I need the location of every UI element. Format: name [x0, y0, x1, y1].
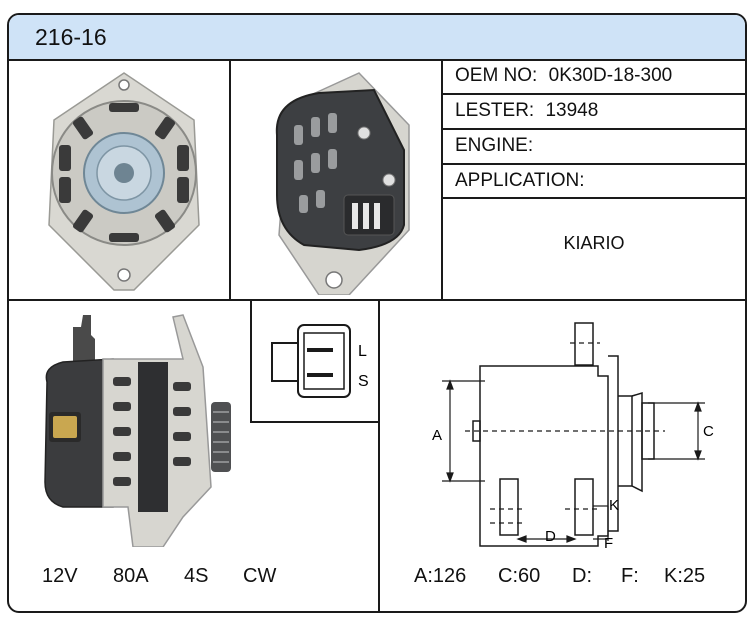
spec-row-line-3: [441, 163, 745, 165]
spec-row-line-2: [441, 128, 745, 130]
amperage: 80A: [113, 565, 149, 587]
alternator-side-image: [44, 314, 231, 547]
plug-diagram: L S: [271, 324, 369, 398]
divider-bottom-left-v: [378, 299, 380, 611]
dim-label-d: D: [545, 528, 556, 545]
dim-label-f: F: [604, 535, 613, 552]
dim-label-c: C: [703, 423, 714, 440]
divider-top-right-v: [441, 59, 443, 301]
alternator-front-image: [48, 72, 200, 291]
voltage: 12V: [42, 565, 78, 587]
dimension-drawing: A C D F K: [432, 322, 714, 552]
alternator-rear-image: [275, 72, 410, 295]
plug-pin-l: L: [358, 343, 367, 360]
spec-oem: OEM NO: 0K30D-18-300: [455, 65, 672, 87]
dim-label-a: A: [432, 427, 442, 444]
rotation: CW: [243, 565, 277, 587]
dim-a-value: A:126: [414, 565, 467, 587]
spec-lester-label: LESTER:: [455, 100, 535, 121]
spec-oem-value: 0K30D-18-300: [548, 65, 673, 86]
spec-lester: LESTER: 13948: [455, 100, 598, 122]
product-card: 216-16: [7, 13, 747, 613]
spec-row-line-4: [441, 197, 745, 199]
header-bar: 216-16: [9, 15, 745, 61]
spec-lester-value: 13948: [545, 100, 599, 121]
spec-oem-label: OEM NO:: [455, 65, 538, 86]
dim-k-value: K:25: [664, 565, 706, 587]
part-number: 216-16: [35, 24, 107, 50]
dim-d-value: D:: [572, 565, 592, 587]
spec-application: APPLICATION:: [455, 170, 590, 192]
spec-application-label: APPLICATION:: [455, 170, 585, 191]
application-value: KIARIO: [563, 233, 625, 253]
plug-pin-s: S: [358, 373, 369, 390]
dim-label-k: K: [609, 497, 619, 514]
pulley-grooves: 4S: [184, 565, 209, 587]
plug-box: L S: [250, 299, 378, 423]
spec-engine: ENGINE:: [455, 135, 538, 157]
divider-middle-h: [9, 299, 745, 301]
spec-engine-label: ENGINE:: [455, 135, 534, 156]
spec-row-line-1: [441, 93, 745, 95]
dim-c-value: C:60: [498, 565, 541, 587]
dim-f-value: F:: [621, 565, 639, 587]
divider-top-left-v: [229, 59, 231, 301]
